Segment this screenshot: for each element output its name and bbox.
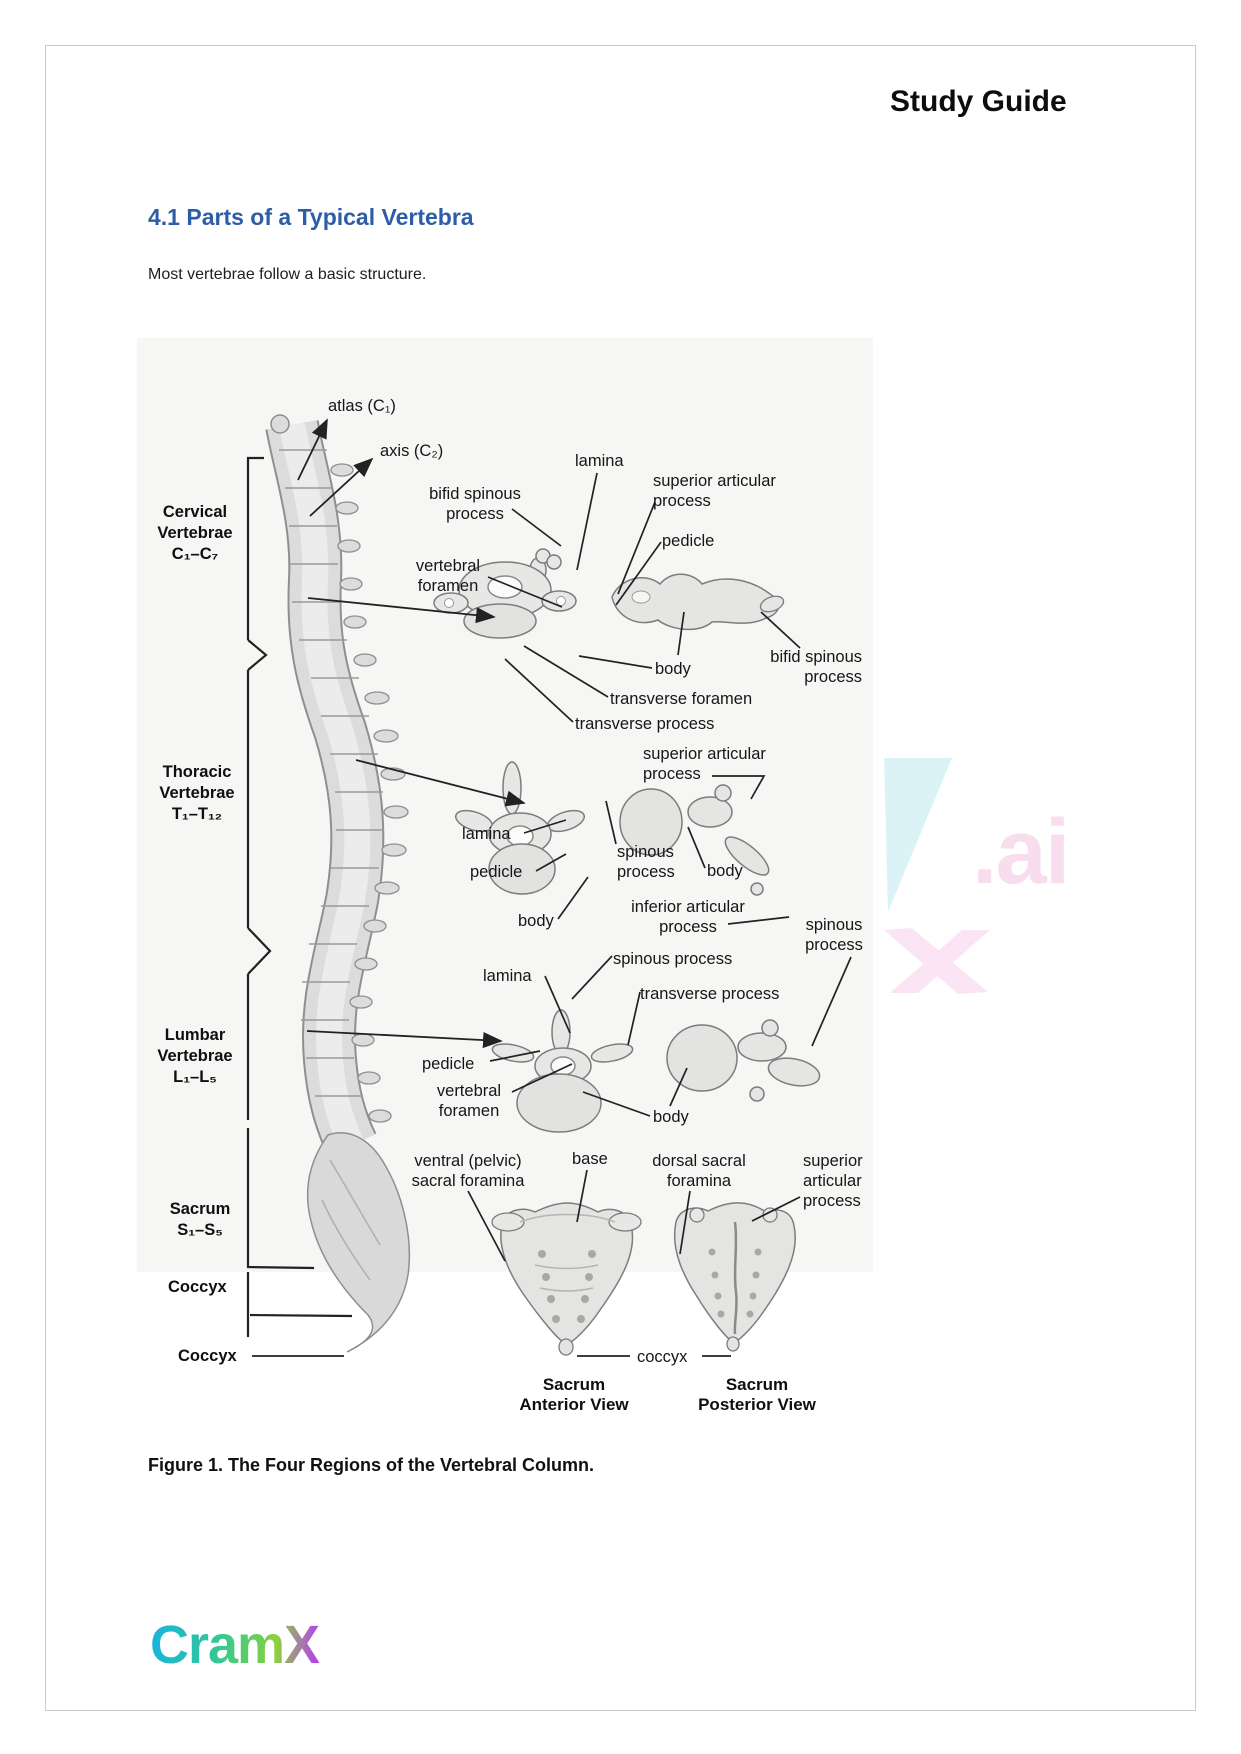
label-body-thoracic-lateral: body — [707, 862, 743, 880]
label-pedicle-lumbar: pedicle — [422, 1055, 475, 1073]
section-heading: 4.1 Parts of a Typical Vertebra — [148, 204, 474, 230]
region-label-coccyx-lower: Coccyx — [178, 1347, 237, 1365]
label-lamina-thoracic: lamina — [462, 825, 511, 843]
label-axis-c2: axis (C₂) — [380, 442, 444, 460]
label-base: base — [572, 1150, 608, 1168]
label-ventral-pelvic-sacral-foramina: ventral (pelvic) sacral foramina — [411, 1152, 525, 1190]
figure-caption: Figure 1. The Four Regions of the Verteb… — [148, 1455, 595, 1475]
label-inferior-articular-process: inferior articular process — [631, 898, 745, 936]
region-label-cervical: Cervical Vertebrae C₁–C₇ — [157, 503, 233, 563]
label-transverse-foramen: transverse foramen — [610, 690, 753, 708]
page-title: Study Guide — [890, 85, 1067, 118]
label-body-lumbar: body — [653, 1108, 689, 1126]
label-superior-articular-process-thoracic: superior articular process — [643, 745, 766, 783]
label-lamina-lumbar: lamina — [483, 967, 532, 985]
label-coccyx: coccyx — [637, 1348, 688, 1366]
label-lamina-cervical: lamina — [575, 452, 624, 470]
label-bifid-spinous-process-lateral: bifid spinous process — [770, 648, 862, 686]
label-transverse-process-lumbar: transverse process — [640, 985, 780, 1003]
label-spinous-process-lumbar: spinous process — [613, 950, 733, 968]
watermark-ai-text: .ai — [972, 801, 1070, 903]
region-label-thoracic: Thoracic Vertebrae T₁–T₁₂ — [159, 763, 235, 823]
label-dorsal-sacral-foramina: dorsal sacral foramina — [652, 1152, 746, 1190]
label-vertebral-foramen-lumbar: vertebral foramen — [436, 1082, 502, 1120]
label-atlas-c1: atlas (C₁) — [328, 397, 396, 415]
page-border — [45, 45, 1196, 1711]
label-spinous-process-thoracic: spinous process — [617, 843, 675, 881]
cramx-logo: CramX — [150, 1615, 320, 1675]
label-transverse-process-cervical: transverse process — [575, 715, 715, 733]
region-label-sacrum: Sacrum S₁–S₅ — [169, 1200, 231, 1239]
region-label-lumbar: Lumbar Vertebrae L₁–L₅ — [157, 1026, 233, 1086]
label-superior-articular-process-cervical: superior articular process — [653, 472, 776, 510]
label-vertebral-foramen-cervical: vertebral foramen — [415, 557, 481, 595]
label-pedicle-cervical: pedicle — [662, 532, 715, 550]
view-title-sacrum-anterior: Sacrum Anterior View — [519, 1375, 629, 1414]
label-bifid-spinous-process-superior: bifid spinous process — [429, 485, 521, 523]
intro-paragraph: Most vertebrae follow a basic structure. — [148, 266, 427, 283]
label-superior-articular-process-sacrum: superior articular process — [803, 1152, 863, 1210]
view-title-sacrum-posterior: Sacrum Posterior View — [698, 1375, 816, 1414]
region-label-coccyx-upper: Coccyx — [168, 1278, 227, 1296]
label-body-cervical: body — [655, 660, 691, 678]
label-spinous-process-right: spinous process — [805, 916, 863, 954]
label-pedicle-thoracic: pedicle — [470, 863, 523, 881]
label-body-thoracic-superior: body — [518, 912, 554, 930]
